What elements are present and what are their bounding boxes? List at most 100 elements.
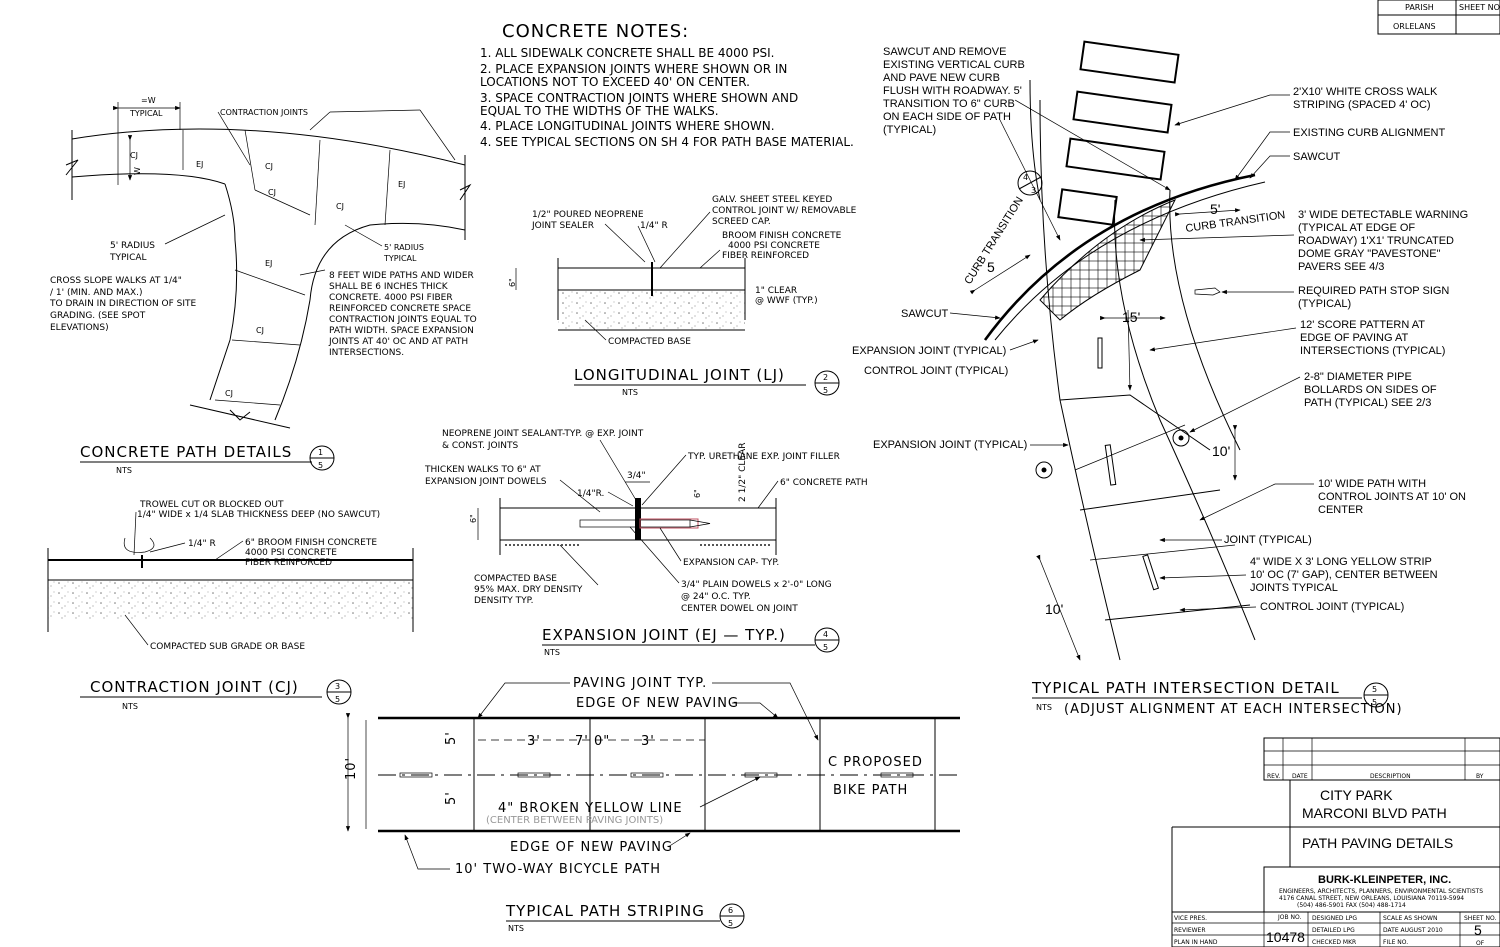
sheet-no: 5 [1474, 922, 1482, 938]
warning-note: (TYPICAL AT EDGE OF [1298, 222, 1415, 234]
broom-label: BROOM FINISH CONCRETE [722, 231, 842, 241]
note-line: LOCATIONS NOT TO EXCEED 40' ON CENTER. [480, 75, 750, 89]
bollard-note: 2-8" DIAMETER PIPE [1304, 371, 1412, 383]
crosswalk-label: 2'X10' WHITE CROSS WALK [1293, 86, 1438, 98]
radius-label: 5' RADIUS [384, 243, 424, 252]
yellow-note: 4" WIDE X 3' LONG YELLOW STRIP [1250, 556, 1432, 568]
sawcut-label: SAWCUT [1293, 151, 1341, 163]
paving-joint-label: PAVING JOINT TYP. [573, 676, 707, 691]
sheet-title: PATH PAVING DETAILS [1302, 835, 1453, 851]
wide-path-note: INTERSECTIONS. [329, 348, 404, 358]
detail-title: TYPICAL PATH STRIPING [505, 902, 705, 920]
yellow-stripe [399, 772, 433, 778]
path-striping-detail: 3' 7' 0" 3' 10' 5' 5' PAVING JOINT TYP. … [344, 676, 960, 933]
nts-label: NTS [122, 702, 138, 711]
cj-label: CJ [268, 188, 276, 197]
dowels-label: 3/4" PLAIN DOWELS x 2'-0" LONG [681, 580, 832, 590]
firm-line: (504) 486-5901 FAX (504) 488-1714 [1297, 902, 1406, 909]
concrete-path-label: 6" CONCRETE PATH [780, 478, 868, 488]
vice-pres-label: VICE PRES. [1174, 915, 1207, 922]
clear-label: @ WWF (TYP.) [755, 296, 818, 306]
six-label: 6" [693, 489, 702, 498]
bollard-icon [1172, 429, 1190, 447]
base-label: COMPACTED BASE [608, 337, 691, 347]
designed: DESIGNED LPG [1312, 915, 1357, 922]
radius-label: TYPICAL [109, 253, 147, 263]
galv-label: CONTROL JOINT W/ REMOVABLE [712, 206, 857, 216]
expansion-left-label: EXPANSION JOINT (TYPICAL) [873, 439, 1027, 451]
neoprene-label: & CONST. JOINTS [442, 441, 518, 451]
detail-title: CONCRETE PATH DETAILS [80, 443, 292, 461]
job-no-label: JOB NO. [1277, 914, 1301, 921]
cj-label: CJ [265, 162, 273, 171]
detail-sheet: 5 [335, 695, 340, 704]
project-line: CITY PARK [1320, 787, 1393, 803]
parish-box: PARISH SHEET NO. ORLELANS [1377, 0, 1500, 35]
cj-label: CJ [225, 389, 233, 398]
detail-title: EXPANSION JOINT (EJ — TYP.) [542, 626, 786, 644]
five-label: 5' [444, 791, 459, 805]
base-label: COMPACTED BASE [474, 574, 557, 584]
nts-label: NTS [116, 466, 132, 475]
ten-label: 10' [1212, 443, 1230, 459]
cross-slope-note: TO DRAIN IN DIRECTION OF SITE [49, 299, 197, 309]
galv-label: SCREED CAP. [712, 217, 771, 227]
three-quarter-label: 3/4" [627, 471, 646, 481]
sawcut-note: AND PAVE NEW CURB [883, 72, 1000, 84]
reviewer-label: REVIEWER [1174, 927, 1206, 934]
base-label: 95% MAX. DRY DENSITY [474, 585, 583, 595]
bollard-icon [1041, 467, 1047, 473]
cross-slope-note: ELEVATIONS) [50, 323, 109, 333]
parish-value: ORLELANS [1393, 22, 1436, 31]
score-note: EDGE OF PAVING AT [1300, 332, 1408, 344]
note-line: 4. PLACE LONGITUDINAL JOINTS WHERE SHOWN… [480, 119, 775, 133]
nts-label: NTS [544, 648, 560, 657]
thicken-label: EXPANSION JOINT DOWELS [425, 477, 547, 487]
detail-number: 6 [728, 906, 733, 915]
dim-label: 3' [641, 734, 655, 749]
nts-label: NTS [1036, 703, 1052, 712]
quarter-r-label: 1/4"R. [577, 489, 604, 499]
wide-path-note: REINFORCED CONCRETE SPACE [329, 304, 471, 314]
contraction-joints-label: CONTRACTION JOINTS [220, 108, 308, 117]
neoprene-label: JOINT SEALER [531, 221, 594, 231]
edge-label: EDGE OF NEW PAVING [576, 696, 739, 711]
subgrade-label: COMPACTED SUB GRADE OR BASE [150, 642, 305, 652]
ref-number: 4 [1023, 173, 1028, 182]
wide-path-note: CONTRACTION JOINTS EQUAL TO [329, 315, 477, 325]
radius-label: 5' RADIUS [110, 241, 155, 251]
sawcut-note: ON EACH SIDE OF PATH [883, 111, 1011, 123]
dowels-label: CENTER DOWEL ON JOINT [681, 604, 798, 614]
sawcut-note: FLUSH WITH ROADWAY. 5' [883, 85, 1022, 97]
firm-line: ENGINEERS, ARCHITECTS, PLANNERS, ENVIRON… [1279, 888, 1483, 895]
wide-path-note: SHALL BE 6 INCHES THICK [329, 282, 449, 292]
cap-label: EXPANSION CAP- TYP. [683, 558, 779, 568]
sawcut-note: TRANSITION TO 6" CURB [883, 98, 1015, 110]
broom-label: 4000 PSI CONCRETE [245, 548, 337, 558]
detail-number: 3 [335, 682, 340, 691]
rev-label: REV. [1267, 773, 1280, 780]
control-left-label: CONTROL JOINT (TYPICAL) [864, 365, 1008, 377]
broom-label: 6" BROOM FINISH CONCRETE [245, 538, 377, 548]
radius-label: TYPICAL [383, 254, 417, 263]
score-note: 12' SCORE PATTERN AT [1300, 319, 1425, 331]
job-no: 10478 [1266, 929, 1305, 945]
curb-alignment-label: EXISTING CURB ALIGNMENT [1293, 127, 1445, 139]
sawcut-note: SAWCUT AND REMOVE [883, 46, 1006, 58]
detail-sheet: 5 [728, 919, 733, 928]
ten-wide-note: CONTROL JOINTS AT 10' ON [1318, 491, 1466, 503]
file-no: FILE NO. [1383, 939, 1408, 946]
warning-note: DOME GRAY "PAVESTONE" [1298, 248, 1441, 260]
detailed: DETAILED LPG [1312, 927, 1355, 934]
ej-label: EJ [196, 160, 203, 169]
expansion-left-label: EXPANSION JOINT (TYPICAL) [852, 345, 1006, 357]
ref-sheet: 3 [1031, 186, 1036, 195]
stop-sign-icon [1194, 287, 1221, 296]
wide-path-note: CONCRETE. 4000 PSI FIBER [329, 293, 453, 303]
detail-number: 2 [823, 373, 828, 382]
detail-title: TYPICAL PATH INTERSECTION DETAIL [1031, 679, 1340, 697]
yellow-stripe [517, 772, 551, 778]
firm-line: 4176 CANAL STREET, NEW ORLEANS, LOUISIAN… [1279, 895, 1464, 902]
detail-sheet: 5 [823, 643, 828, 652]
yellow-stripe [880, 772, 914, 778]
